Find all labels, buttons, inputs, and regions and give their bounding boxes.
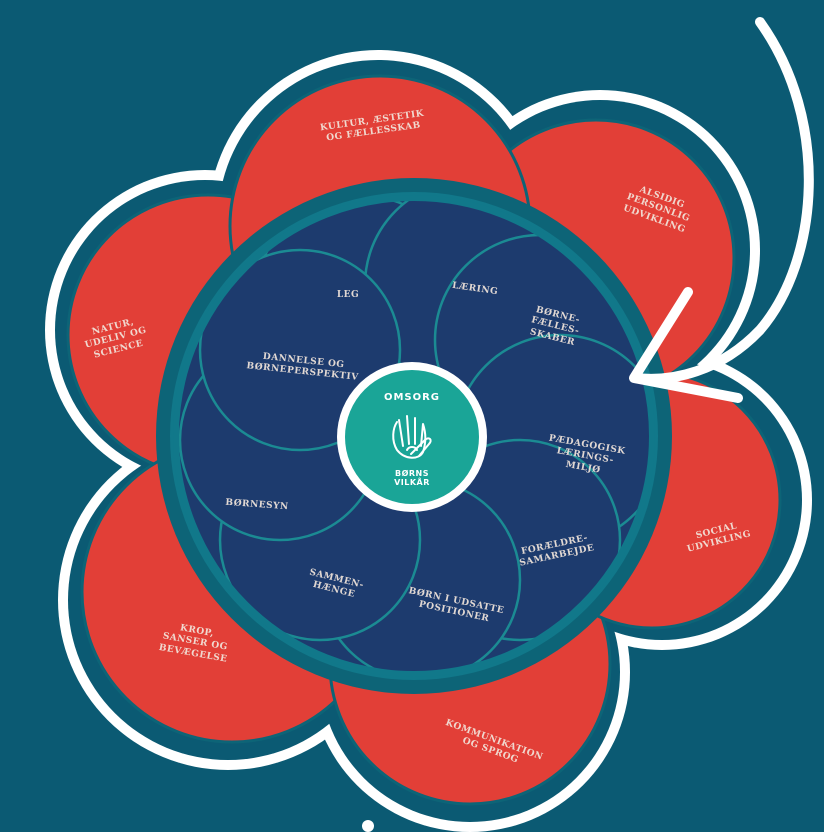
logo-line-2: VILKÅR: [394, 477, 430, 487]
inner-petals: [178, 198, 652, 674]
arrow-icon: [629, 17, 814, 403]
badge-title: OMSORG: [383, 392, 441, 403]
bottom-dot: [362, 820, 374, 832]
omsorg-badge: OMSORG BØRNS VILKÅR: [337, 362, 487, 512]
omsorg-badge-inner: OMSORG BØRNS VILKÅR: [345, 370, 479, 504]
hands-icon: [392, 415, 432, 459]
badge-logo: BØRNS VILKÅR: [345, 469, 479, 488]
logo-line-1: BØRNS: [394, 469, 429, 478]
label-leg: LEG: [336, 290, 360, 300]
